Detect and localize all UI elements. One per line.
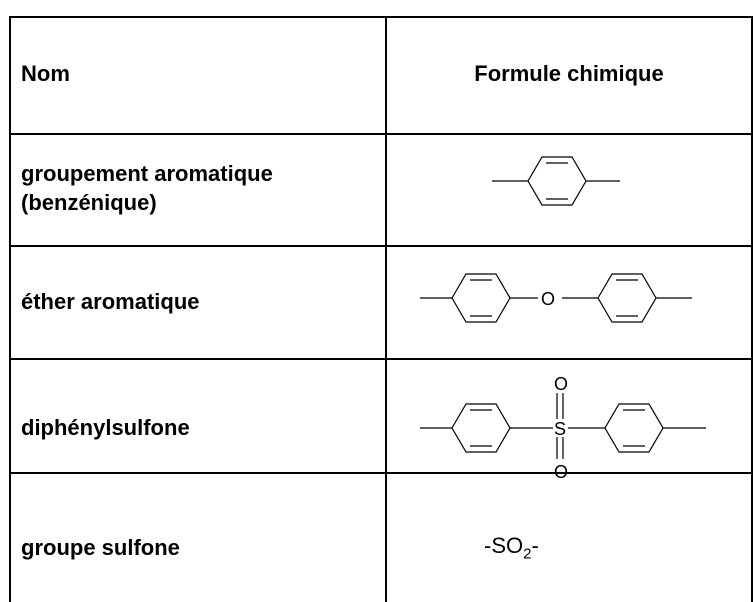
ether-oxygen-atom: O — [541, 289, 555, 309]
diphenylsulfone-structure: O S O — [420, 374, 706, 482]
table-border-middle — [385, 16, 387, 602]
aromatic-ether-structure: O — [420, 273, 692, 323]
sulfone-group-formula: -SO2- — [484, 532, 539, 568]
table-border-left — [9, 16, 11, 602]
table-border-top — [9, 16, 753, 18]
table-border-row1 — [9, 133, 753, 135]
sulfone-oxygen-bottom: O — [554, 462, 568, 482]
row-name-aromatic-group-line2: (benzénique) — [21, 190, 157, 215]
table-border-row4 — [9, 472, 753, 474]
row-name-aromatic-ether: éther aromatique — [21, 289, 200, 314]
row-name-sulfone-group: groupe sulfone — [21, 535, 180, 560]
header-formula: Formule chimique — [474, 61, 664, 86]
sulfone-formula-prefix: -SO — [484, 533, 524, 558]
sulfone-sulfur-atom: S — [554, 419, 566, 439]
table-border-row2 — [9, 245, 753, 247]
table-border-right — [751, 16, 753, 602]
table-border-row3 — [9, 358, 753, 360]
header-name: Nom — [21, 61, 70, 86]
sulfone-formula-subscript: 2 — [523, 545, 532, 563]
sulfone-formula-suffix: - — [531, 533, 539, 558]
row-name-aromatic-group-line1: groupement aromatique — [21, 161, 273, 186]
sulfone-oxygen-top: O — [554, 374, 568, 394]
benzene-ring-structure — [492, 156, 620, 206]
row-name-diphenylsulfone: diphénylsulfone — [21, 415, 190, 440]
